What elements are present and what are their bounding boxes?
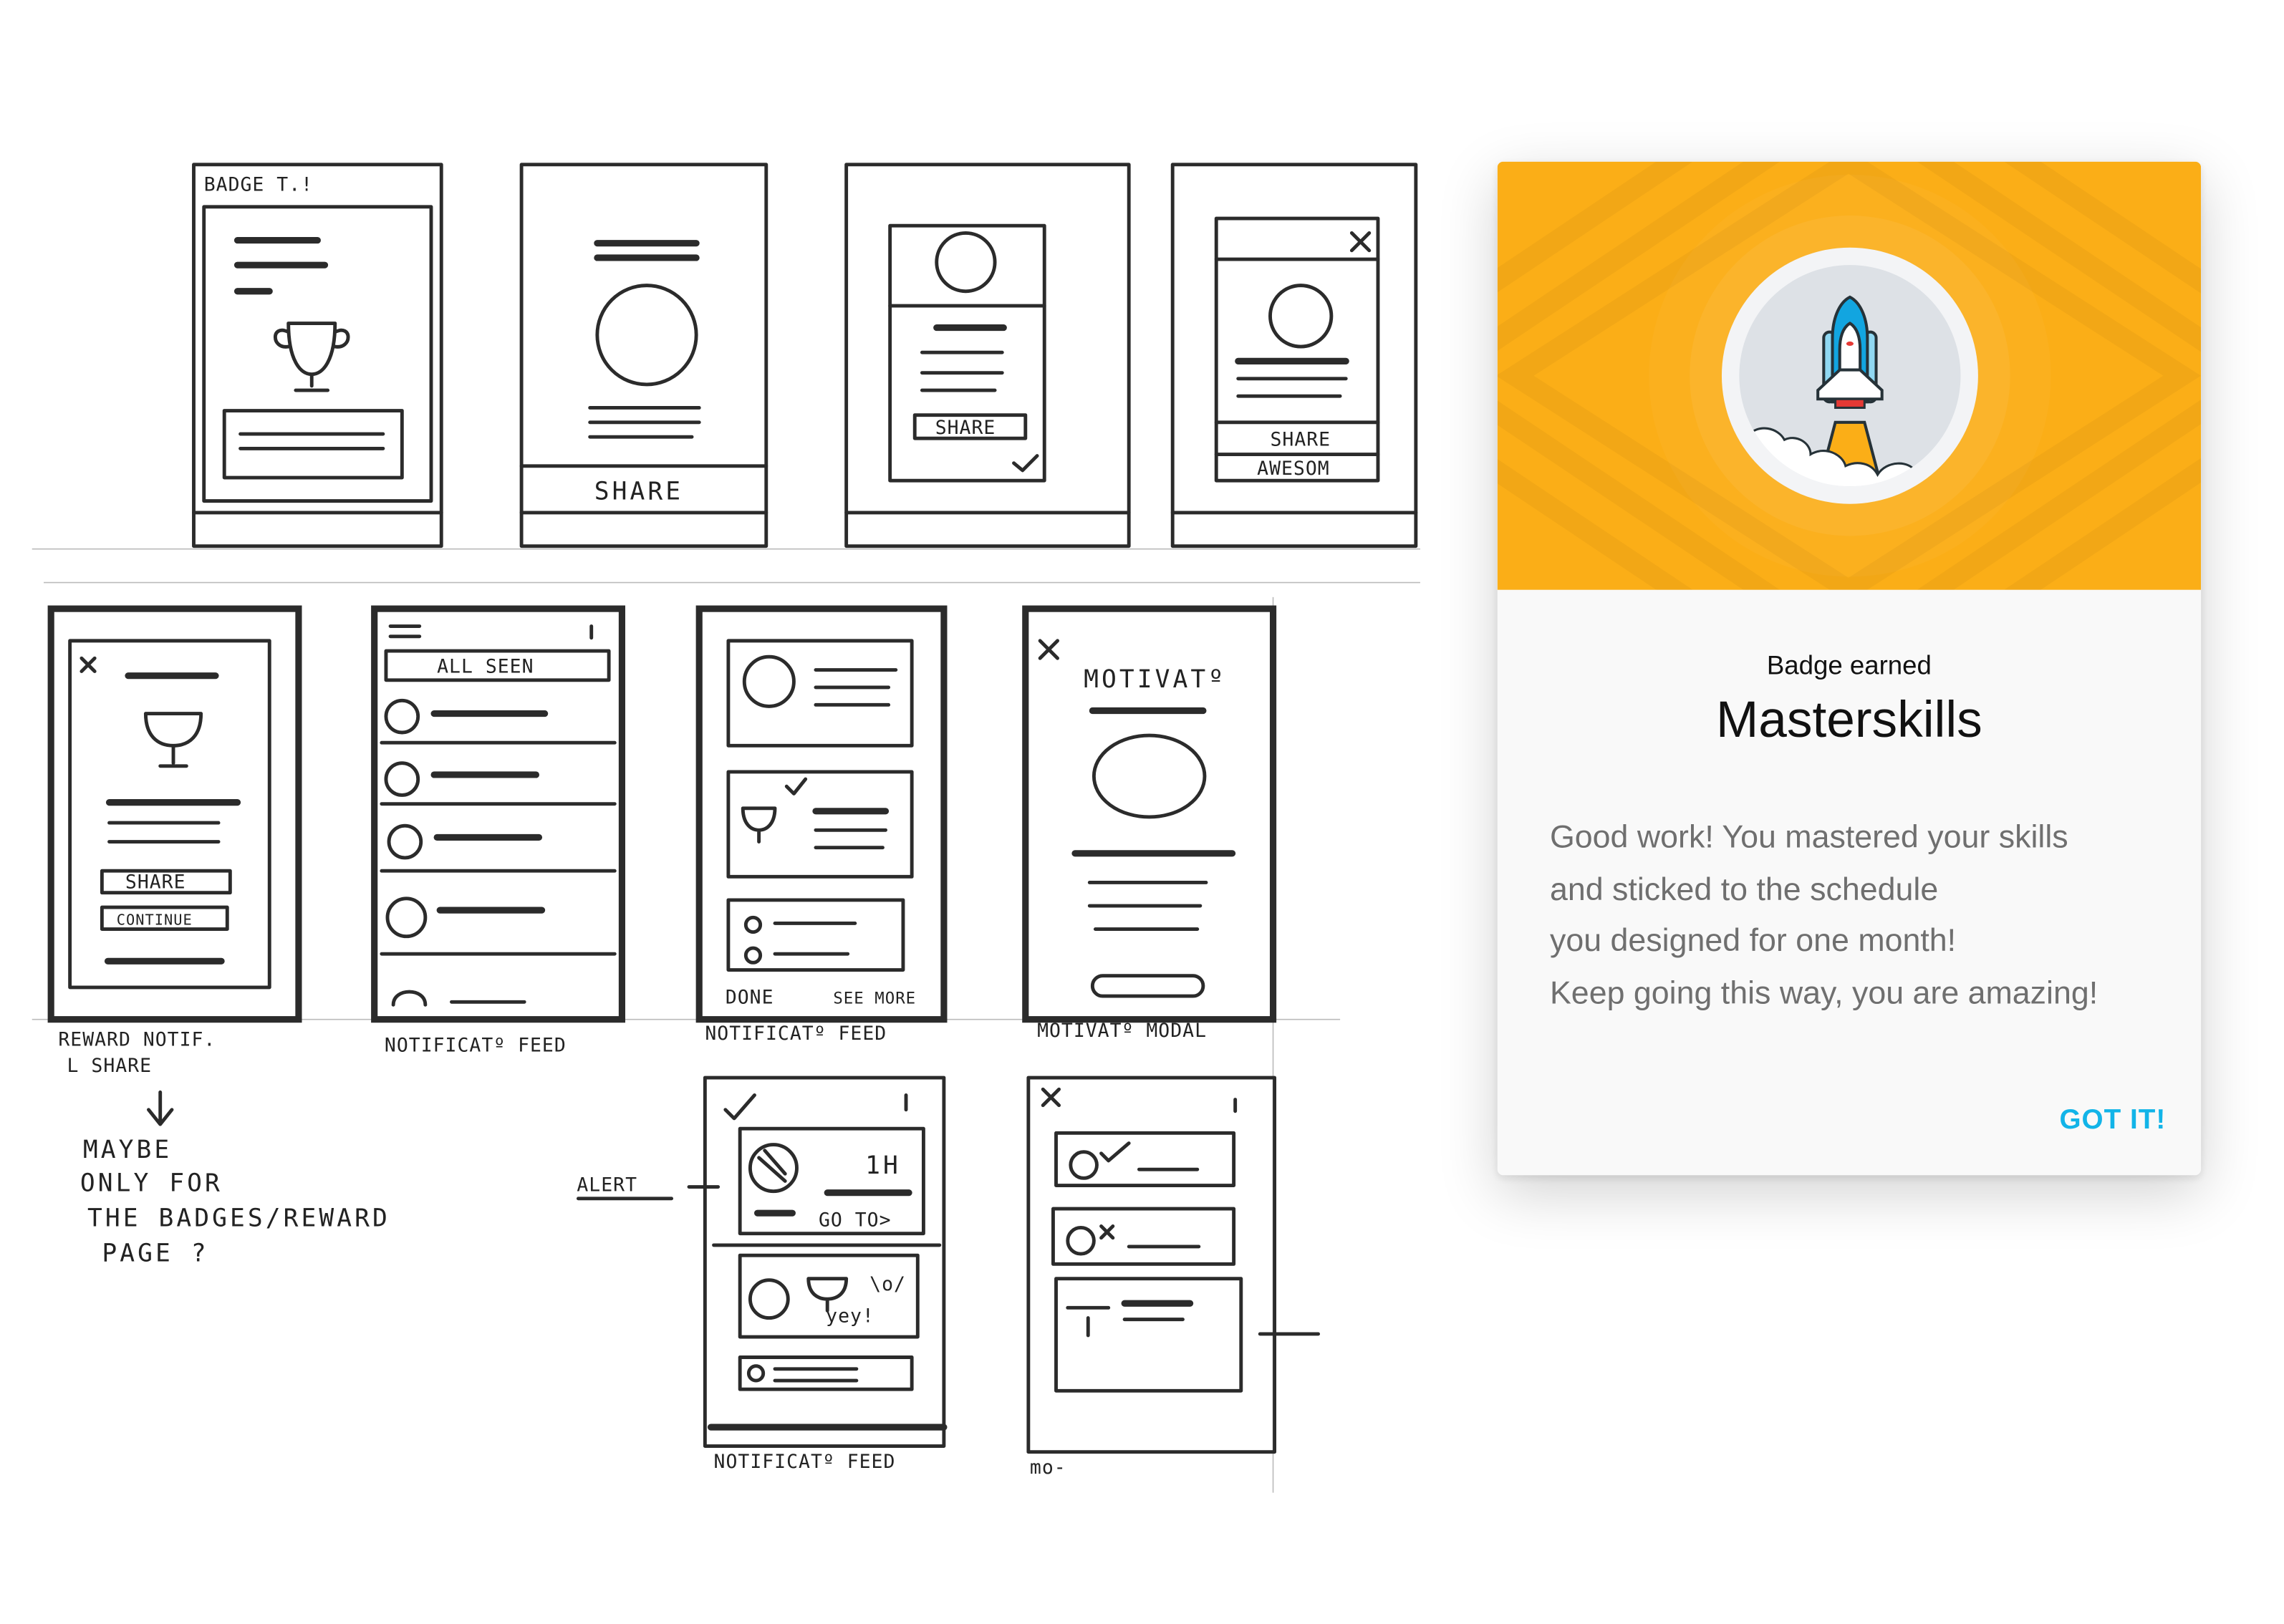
modal-body: Good work! You mastered your skills and …	[1550, 811, 2098, 1018]
sketch-yey-label: yey!	[826, 1305, 874, 1328]
caption-notification-feed: NOTIFICATº FEED	[705, 1023, 887, 1045]
got-it-button[interactable]: GOT IT!	[2059, 1105, 2167, 1136]
sketch-reward-notif: SHARE CONTINUE	[47, 605, 302, 1023]
sketch-awesome-label: AWESOM	[1257, 458, 1330, 480]
sketch-motivation-title: MOTIVATº	[1084, 665, 1226, 694]
sketch-share-label: SHARE	[935, 417, 996, 439]
sketch-goto-label: GO TO>	[819, 1209, 892, 1231]
body-line: Good work! You mastered your skills	[1549, 818, 2068, 855]
caption-share: L SHARE	[67, 1055, 152, 1077]
sketch-share-screen: SHARE	[519, 163, 768, 548]
note-line: PAGE ?	[102, 1239, 208, 1267]
sketch-share-label: SHARE	[1270, 428, 1331, 450]
sketch-time-label: 1H	[865, 1151, 901, 1180]
badge-earned-modal: Badge earned Masterskills Good work! You…	[1497, 161, 2202, 1176]
caption-mo: mo-	[1030, 1456, 1066, 1479]
sketch-motivation-modal: MOTIVATº	[1022, 605, 1277, 1023]
rocket-launch-icon	[1740, 295, 1957, 487]
sketch-header-text: BADGE T.!	[204, 173, 313, 195]
sketch-all-seen-label: ALL SEEN	[437, 656, 534, 678]
body-line: you designed for one month!	[1549, 922, 1957, 959]
sketch-done-label: DONE	[726, 986, 774, 1008]
alert-label: ALERT	[577, 1174, 637, 1197]
sketch-notification-feed-2: DONE SEE MORE	[695, 605, 948, 1023]
body-line: Keep going this way, you are amazing!	[1549, 973, 2099, 1010]
modal-title: Masterskills	[1716, 692, 1982, 749]
sketch-modal-share: SHARE	[844, 163, 1131, 548]
sketch-notification-feed-3: 1H GO TO> \o/ yey! NOTIFICATº FEED	[703, 1076, 948, 1473]
caption-notification-feed: NOTIFICATº FEED	[385, 1034, 567, 1056]
note-line: ONLY FOR	[80, 1169, 223, 1198]
sketch-share-label: SHARE	[125, 871, 186, 894]
sketch-continue-label: CONTINUE	[117, 911, 193, 928]
sketch-see-more-label: SEE MORE	[833, 989, 916, 1007]
body-line: and sticked to the schedule	[1549, 870, 1939, 907]
caption-reward-notif: REWARD NOTIF.	[58, 1028, 216, 1050]
sketch-cheer-label: \o/	[869, 1273, 906, 1295]
sketch-badge-screen: BADGE T.!	[192, 163, 443, 548]
caption-motivation-modal: MOTIVATº MODAL	[1037, 1020, 1207, 1042]
note-line: MAYBE	[83, 1136, 172, 1164]
badge-circle	[1721, 247, 1978, 504]
modal-subtitle: Badge earned	[1766, 651, 1932, 680]
wireframe-sketches: BADGE T.! SHARE SHARE	[32, 163, 1420, 1493]
sketch-share-label: SHARE	[594, 478, 683, 506]
caption-notification-feed: NOTIFICATº FEED	[714, 1451, 896, 1473]
note-line: THE BADGES/REWARD	[87, 1204, 390, 1232]
arrow-down-icon	[147, 1090, 174, 1126]
sketch-checklist-modal: mo-	[1026, 1076, 1321, 1479]
sketch-modal-awesome: SHARE AWESOM	[1170, 163, 1418, 548]
sketch-notification-feed-1: ALL SEEN	[371, 605, 626, 1023]
modal-header-banner	[1497, 161, 2202, 590]
